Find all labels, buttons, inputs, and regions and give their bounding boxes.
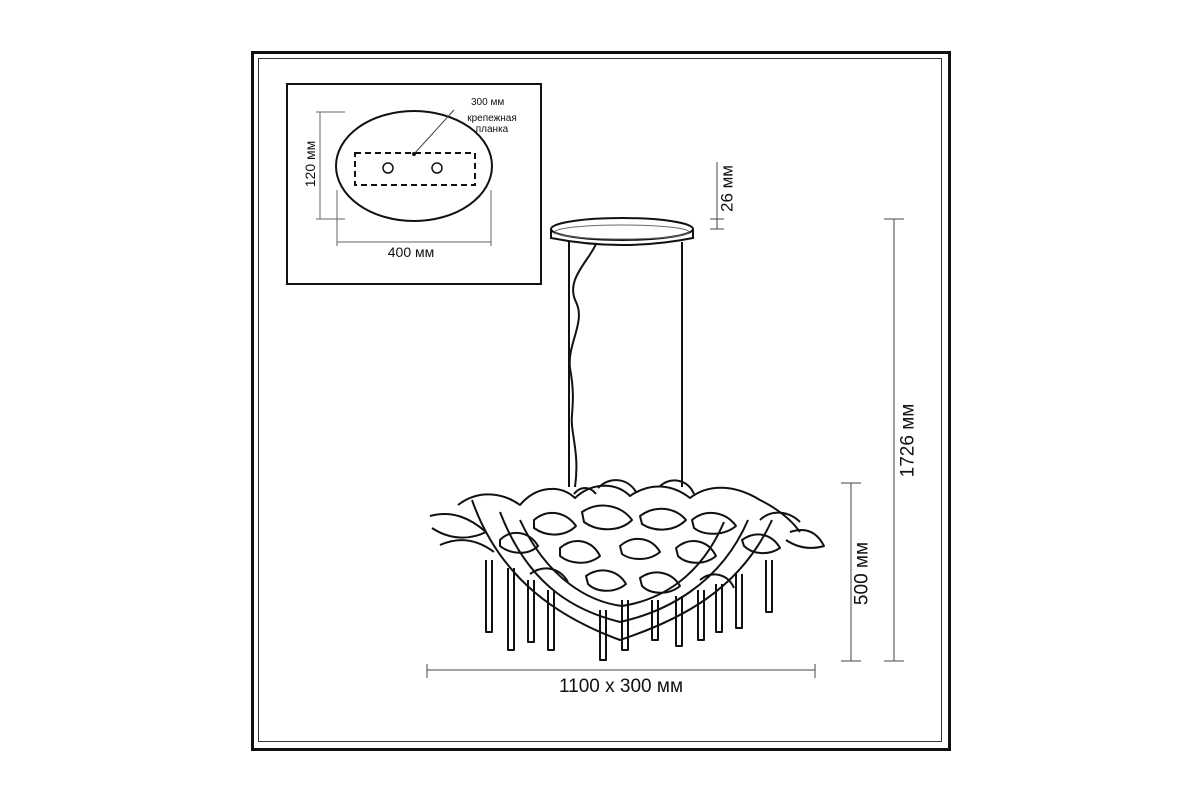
- chandelier-body: [429, 479, 825, 661]
- inset-mounting-bar: [354, 152, 476, 186]
- inset-screw-hole-left: [382, 162, 394, 174]
- canopy-height-label: 26 мм: [717, 165, 737, 213]
- total-height-label: 1726 мм: [897, 403, 919, 478]
- suspension-cables: [568, 242, 683, 488]
- ceiling-canopy: [550, 217, 694, 246]
- inset-screw-hole-right: [431, 162, 443, 174]
- inset-panel: [286, 83, 542, 285]
- plate-name-label: крепежная планка: [467, 113, 517, 135]
- inset-depth-label: 120 мм: [302, 140, 318, 188]
- outer-frame: [251, 51, 951, 751]
- dimension-lines: [426, 162, 904, 678]
- body-height-label: 500 мм: [851, 541, 873, 606]
- body-size-label: 1100 x 300 мм: [558, 676, 684, 697]
- inner-frame: [258, 58, 942, 742]
- inset-oval-base: [335, 110, 493, 222]
- inset-width-label: 400 мм: [387, 244, 435, 260]
- plate-size-label: 300 мм: [471, 97, 505, 108]
